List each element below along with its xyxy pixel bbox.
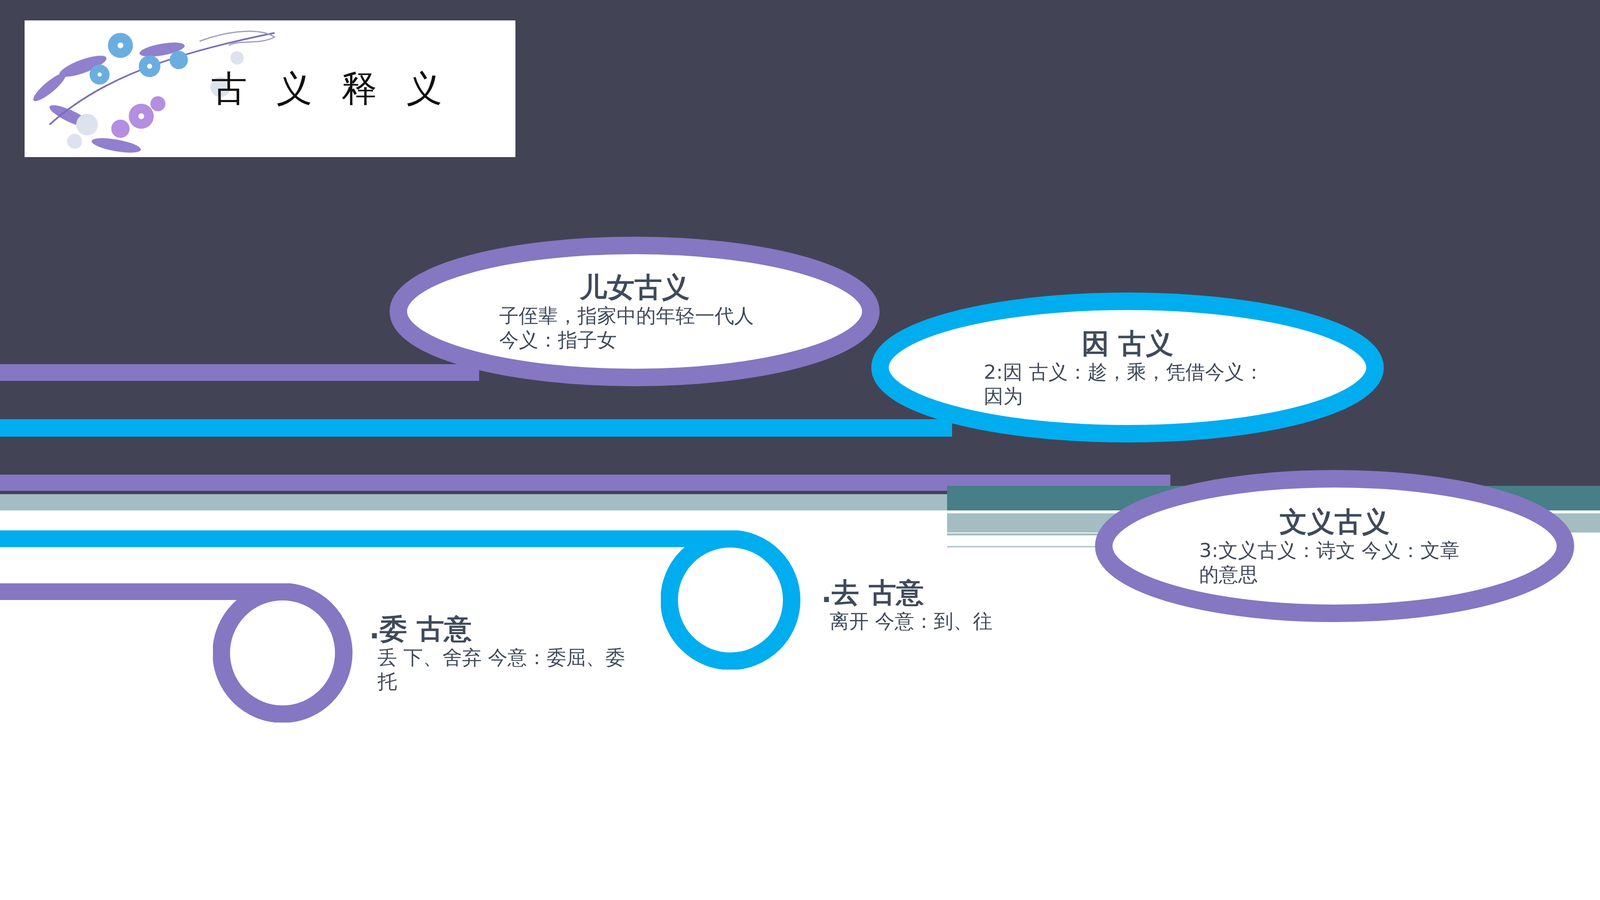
text-group: 儿女古义子侄辈，指家中的年轻一代人 今义：指子女 [499,270,770,352]
ring-shape [669,538,792,662]
ring-node: .委 古意丢 下、舍弃 今意：委屈、委托 [212,583,693,723]
dark-ground [0,0,1600,486]
node-heading: .委 古意 [369,612,636,646]
text-group: .委 古意丢 下、舍弃 今意：委屈、委托 [377,612,645,694]
ring-node: .去 古意离开 今意：到、往 [660,530,1078,670]
node-heading: 儿女古义 [499,270,770,304]
node-body: 2:因 古义：趁，乘，凭借今义：因为 [983,360,1272,408]
node-heading: .去 古意 [821,576,1055,610]
ellipse-shape [398,245,871,378]
purple-stripe [0,364,480,381]
text-group: .去 古意离开 今意：到、往 [829,576,1063,634]
title-panel: 古义释义 [24,20,516,158]
ring-shape [221,591,344,715]
title-text: 古义释义 [182,20,500,158]
node-heading: 因 古义 [983,327,1272,360]
node-body: 丢 下、舍弃 今意：委屈、委托 [377,645,645,694]
grey-band [0,494,948,511]
node-body: 子侄辈，指家中的年轻一代人 今义：指子女 [499,303,770,352]
ellipse-node: 文义古义3:文义古义：诗文 今义：文章的意思 [1095,470,1575,623]
ellipse-node: 因 古义2:因 古义：趁，乘，凭借今义：因为 [871,292,1384,443]
ellipse-shape [880,301,1375,434]
ellipse-shape [1103,478,1566,614]
text-group: 文义古义3:文义古义：诗文 今义：文章的意思 [1199,505,1470,587]
thin-line [947,533,1123,536]
thin-line [947,520,1123,524]
blue-stripe [0,419,953,437]
ellipse-node: 儿女古义子侄辈，指家中的年轻一代人 今义：指子女 [389,236,880,387]
text-group: 因 古义2:因 古义：趁，乘，凭借今义：因为 [983,327,1272,408]
blue-stripe [0,530,734,548]
node-body: 离开 今意：到、往 [829,609,1063,633]
node-heading: 文义古义 [1199,505,1470,539]
node-body: 3:文义古义：诗文 今义：文章的意思 [1199,538,1470,587]
